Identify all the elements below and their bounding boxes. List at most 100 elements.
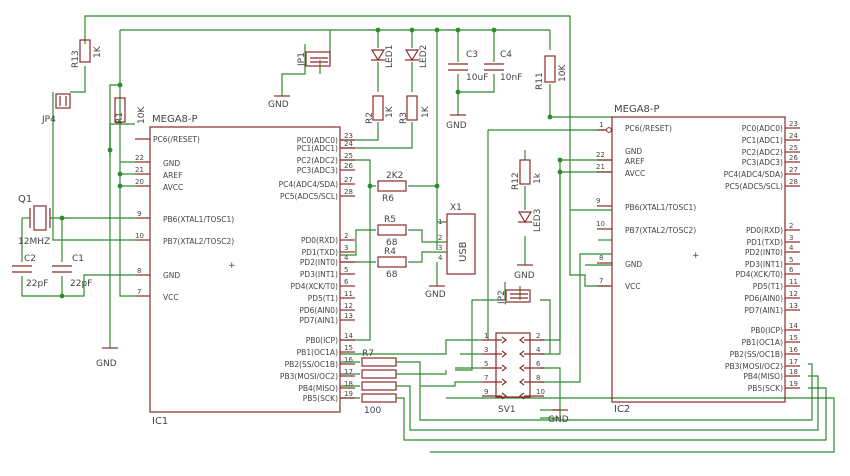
pin-number: 5: [344, 266, 348, 274]
pin-label: PD5(T1): [753, 282, 783, 291]
pin-number: 12: [344, 302, 353, 310]
c2-capacitor: C2 22pF: [12, 254, 48, 289]
svg-text:100: 100: [364, 406, 381, 416]
svg-text:1k: 1k: [533, 172, 543, 184]
svg-text:1: 1: [599, 121, 603, 129]
pin-label: PD2(INT0): [300, 258, 338, 267]
pin-number: 13: [789, 302, 798, 310]
led1: LED1: [370, 45, 395, 68]
pin-number: 18: [344, 380, 353, 388]
pin-number: 18: [789, 368, 798, 376]
ic1-pin-label: PB6(XTAL1/TOSC1): [163, 215, 234, 224]
svg-text:9: 9: [596, 197, 600, 205]
q1-crystal: Q1 12MHZ: [18, 194, 51, 247]
svg-text:10uF: 10uF: [466, 73, 488, 83]
pin-number: 3: [344, 244, 348, 252]
sv1-pin-number: 3: [484, 346, 488, 354]
svg-text:R2: R2: [365, 112, 375, 124]
ic2-pin-label: AREF: [625, 157, 644, 166]
pin-number: 23: [344, 132, 353, 140]
pin-label: PD4(XCK/T0): [290, 282, 338, 291]
ic2-pin-label: GND: [625, 260, 642, 269]
pin-number: 19: [789, 380, 798, 388]
pin-number: 16: [789, 346, 798, 354]
pin-label: PD0(RXD): [301, 236, 338, 245]
pin-number: 24: [344, 140, 353, 148]
pin-label: PB3(MOSI/OC2): [725, 362, 783, 371]
pin-label: PD1(TXD): [302, 248, 338, 257]
pin-label: PC5(ADC5/SCL): [725, 182, 783, 191]
pin-number: 12: [789, 290, 798, 298]
pin-label: PC1(ADC1): [742, 136, 783, 145]
ic2-pin-label: AVCC: [625, 169, 645, 178]
svg-text:21: 21: [596, 163, 605, 171]
pin-number: 28: [344, 188, 353, 196]
svg-text:+: +: [228, 261, 236, 271]
svg-text:7: 7: [137, 288, 141, 296]
sv1-pin-number: 10: [536, 388, 545, 396]
pin-label: PB1(OC1A): [297, 348, 338, 357]
pin-number: 27: [344, 176, 353, 184]
pin-label: PB5(SCK): [748, 384, 783, 393]
pin-label: PB0(ICP): [306, 336, 338, 345]
r2-resistor: R2 1K: [365, 95, 395, 124]
svg-text:2K2: 2K2: [386, 171, 403, 181]
svg-text:C4: C4: [500, 50, 512, 60]
svg-text:68: 68: [386, 270, 398, 280]
gnd-symbols: GND GND GND GND GND GND: [96, 95, 569, 425]
pin-label: PC4(ADC4/SDA): [279, 180, 338, 189]
c3-capacitor: C3 10uF: [448, 50, 488, 83]
svg-text:10: 10: [596, 220, 605, 228]
svg-text:Q1: Q1: [18, 194, 32, 205]
r11-resistor: R11 10K: [535, 55, 568, 90]
pin-number: 6: [789, 266, 794, 274]
svg-text:68: 68: [386, 238, 398, 248]
gnd-symbol: GND: [425, 285, 446, 300]
ic2-pin-label: PB7(XTAL2/TOSC2): [625, 226, 696, 235]
svg-text:GND: GND: [548, 415, 569, 425]
junctions: [59, 27, 563, 299]
pin-number: 17: [789, 358, 798, 366]
svg-text:R12: R12: [511, 172, 521, 190]
svg-text:GND: GND: [514, 271, 535, 281]
svg-text:LED3: LED3: [533, 209, 543, 232]
ic1-pin-label: VCC: [163, 293, 179, 302]
sv1-pin-number: 5: [484, 360, 488, 368]
pin-number: 13: [344, 312, 353, 320]
pin-number: 26: [789, 154, 798, 162]
svg-text:8: 8: [599, 254, 603, 262]
r3-resistor: R3 1K: [399, 95, 431, 124]
pin-label: PC5(ADC5/SCL): [280, 192, 338, 201]
svg-text:8: 8: [137, 267, 141, 275]
svg-text:+: +: [692, 251, 700, 261]
pin-label: PC2(ADC2): [297, 156, 338, 165]
pin-label: PD3(INT1): [300, 270, 338, 279]
pin-label: PD2(INT0): [745, 248, 783, 257]
ic2: MEGA8-P IC2 PC6(/RESET) GND AREF AVCC PB…: [596, 104, 800, 415]
pin-label: PD6(AIN0): [744, 294, 783, 303]
pin-number: 28: [789, 178, 798, 186]
r12-resistor: R12 1k: [511, 159, 543, 190]
r5-resistor: R5 68: [377, 215, 407, 248]
pin-label: PD5(T1): [308, 294, 338, 303]
svg-text:22: 22: [135, 154, 144, 162]
pin-label: PD1(TXD): [747, 238, 783, 247]
svg-text:GND: GND: [425, 290, 446, 300]
ic1-pin-label: AREF: [163, 171, 182, 180]
svg-text:1K: 1K: [93, 45, 103, 58]
svg-text:2: 2: [438, 234, 442, 242]
gnd-symbol: GND: [548, 409, 569, 425]
jp2-jumper: JP2: [497, 289, 531, 305]
gnd-symbol: GND: [96, 347, 118, 369]
ic2-pin-label: VCC: [625, 282, 641, 291]
svg-text:21: 21: [135, 166, 144, 174]
ic1-pin-label: GND: [163, 159, 180, 168]
pin-label: PC0(ADC0): [742, 124, 783, 133]
pin-label: PC3(ADC3): [742, 158, 783, 167]
ic2-ref: IC2: [614, 404, 630, 415]
pin-number: 2: [344, 232, 348, 240]
ic1-right-pins: PC0(ADC0)23PC1(ADC1)24PC2(ADC2)25PC3(ADC…: [279, 132, 355, 403]
pin-label: PD6(AIN0): [299, 306, 338, 315]
